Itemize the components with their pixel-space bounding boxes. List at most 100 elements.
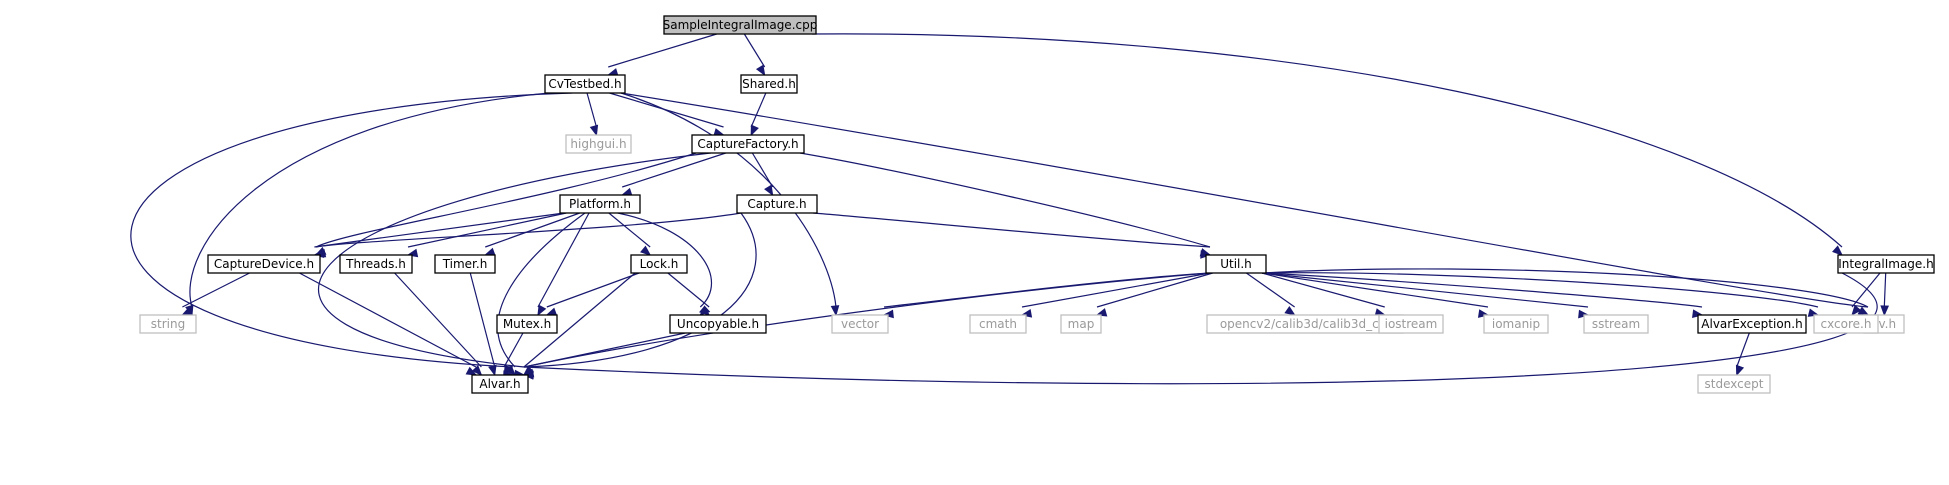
edge-line bbox=[667, 272, 710, 308]
arrowhead-icon bbox=[1851, 304, 1862, 317]
edge-line bbox=[1246, 272, 1295, 308]
edge-line bbox=[537, 212, 590, 308]
edge-line bbox=[1261, 272, 1385, 308]
node-box bbox=[544, 74, 626, 94]
arrowhead-icon bbox=[764, 184, 774, 197]
node-label: Util.h bbox=[1220, 257, 1252, 271]
node-label: vector bbox=[841, 317, 879, 331]
node-box bbox=[969, 314, 1027, 334]
node-capfactory[interactable]: CaptureFactory.h bbox=[691, 134, 805, 154]
edge-line bbox=[622, 152, 726, 188]
edge-line bbox=[315, 152, 697, 248]
arrowhead-icon bbox=[589, 124, 599, 137]
edge-util-to-cmath bbox=[1020, 272, 1211, 318]
node-label: cxcore.h bbox=[1821, 317, 1872, 331]
node-capdevice[interactable]: CaptureDevice.h bbox=[207, 254, 321, 274]
edge-line bbox=[407, 212, 567, 248]
node-uncopyable[interactable]: Uncopyable.h bbox=[669, 314, 767, 334]
arrowhead-icon bbox=[545, 307, 558, 316]
node-label: AlvarException.h bbox=[1701, 317, 1802, 331]
node-label: map bbox=[1068, 317, 1095, 331]
edge-line bbox=[799, 152, 1211, 248]
edge-line bbox=[299, 272, 477, 368]
arrowhead-icon bbox=[503, 364, 513, 377]
edge-timer-to-alvar bbox=[469, 272, 497, 377]
node-label: iostream bbox=[1385, 317, 1438, 331]
node-box bbox=[1378, 314, 1444, 334]
node-cxcore: cxcore.h bbox=[1813, 314, 1879, 334]
arrowhead-icon bbox=[1284, 305, 1296, 316]
node-label: SampleIntegralImage.cpp bbox=[663, 18, 818, 32]
edge-util-to-cxcore bbox=[1261, 272, 1820, 317]
edge-threads-to-alvar bbox=[394, 272, 483, 376]
arrowhead-icon bbox=[483, 247, 496, 256]
node-cvtestbed[interactable]: CvTestbed.h bbox=[544, 74, 626, 94]
node-box bbox=[740, 74, 798, 94]
edge-cvtestbed-to-capfactory bbox=[609, 92, 725, 137]
node-util[interactable]: Util.h bbox=[1205, 254, 1267, 274]
node-lock[interactable]: Lock.h bbox=[630, 254, 688, 274]
node-cmath: cmath bbox=[969, 314, 1027, 334]
edge-line bbox=[469, 272, 496, 368]
node-box bbox=[663, 15, 817, 35]
edge-line bbox=[315, 212, 742, 248]
node-capture[interactable]: Capture.h bbox=[736, 194, 818, 214]
node-box bbox=[1060, 314, 1102, 334]
node-label: stdexcept bbox=[1705, 377, 1764, 391]
node-box bbox=[559, 194, 641, 214]
node-label: Mutex.h bbox=[503, 317, 551, 331]
node-label: CvTestbed.h bbox=[548, 77, 621, 91]
edge-line bbox=[130, 92, 573, 368]
edge-util-to-calib3d bbox=[1246, 272, 1296, 316]
node-box bbox=[339, 254, 413, 274]
node-label: string bbox=[151, 317, 185, 331]
edge-line bbox=[523, 272, 1211, 368]
node-threads[interactable]: Threads.h bbox=[339, 254, 413, 274]
edge-line bbox=[394, 272, 482, 368]
edge-line bbox=[1021, 272, 1211, 308]
node-label: CaptureFactory.h bbox=[697, 137, 798, 151]
node-alvar[interactable]: Alvar.h bbox=[471, 374, 529, 394]
arrowhead-icon bbox=[755, 64, 766, 77]
node-alvarexc[interactable]: AlvarException.h bbox=[1697, 314, 1807, 334]
arrowhead-icon bbox=[537, 304, 547, 317]
node-mutex[interactable]: Mutex.h bbox=[496, 314, 558, 334]
node-label: CaptureDevice.h bbox=[214, 257, 314, 271]
node-label: Platform.h bbox=[569, 197, 631, 211]
edge-capfactory-to-util bbox=[799, 152, 1212, 257]
arrowhead-icon bbox=[1880, 305, 1890, 317]
edge-line bbox=[1261, 272, 1589, 308]
edge-sample-to-cvtestbed bbox=[606, 33, 717, 77]
edge-line bbox=[485, 212, 580, 248]
node-box bbox=[1697, 314, 1807, 334]
node-label: Shared.h bbox=[742, 77, 796, 91]
node-label: IntegralImage.h bbox=[1838, 257, 1933, 271]
edge-integral-to-cvh bbox=[1880, 272, 1890, 317]
edge-line bbox=[314, 212, 565, 248]
node-timer[interactable]: Timer.h bbox=[434, 254, 496, 274]
edges-layer bbox=[130, 33, 1890, 385]
node-vector: vector bbox=[831, 314, 889, 334]
node-stdexcept: stdexcept bbox=[1697, 374, 1771, 394]
node-label: Lock.h bbox=[640, 257, 679, 271]
edge-uncopyable-to-alvar bbox=[522, 332, 686, 378]
edge-line bbox=[751, 152, 774, 188]
arrowhead-icon bbox=[750, 124, 759, 137]
edge-line bbox=[750, 92, 767, 128]
edge-line bbox=[1261, 268, 1869, 308]
node-label: highgui.h bbox=[570, 137, 626, 151]
node-box bbox=[831, 314, 889, 334]
edge-line bbox=[546, 272, 640, 308]
arrowhead-icon bbox=[1578, 309, 1590, 319]
node-label: opencv2/calib3d/calib3d_c.h bbox=[1220, 317, 1390, 331]
node-shared[interactable]: Shared.h bbox=[740, 74, 798, 94]
arrowhead-icon bbox=[830, 305, 840, 317]
node-sample[interactable]: SampleIntegralImage.cpp bbox=[663, 15, 818, 35]
node-platform[interactable]: Platform.h bbox=[559, 194, 641, 214]
node-integral[interactable]: IntegralImage.h bbox=[1837, 254, 1935, 274]
node-highgui: highgui.h bbox=[565, 134, 632, 154]
node-label: Alvar.h bbox=[479, 377, 520, 391]
node-iomanip: iomanip bbox=[1483, 314, 1549, 334]
node-box bbox=[565, 134, 632, 154]
